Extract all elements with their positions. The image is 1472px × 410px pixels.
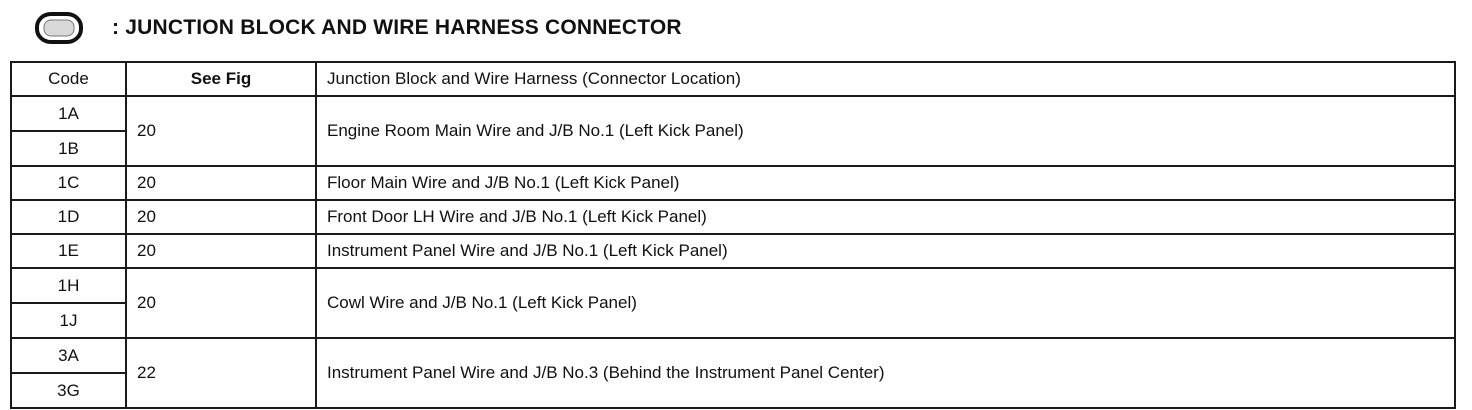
page-header: : JUNCTION BLOCK AND WIRE HARNESS CONNEC… [34,8,682,48]
code-cell: 3G [10,372,127,409]
column-header-description: Junction Block and Wire Harness (Connect… [315,61,1456,97]
description-cell: Floor Main Wire and J/B No.1 (Left Kick … [315,165,1456,201]
code-cell: 1D [10,199,127,235]
table-row: 1J [10,302,1455,339]
code-cell: 1C [10,165,127,201]
description-cell: Instrument Panel Wire and J/B No.1 (Left… [315,233,1456,269]
see-fig-cell: 20 [125,165,317,201]
column-header-see-fig: See Fig [125,61,317,97]
see-fig-cell: 22 [125,337,317,409]
table-row: 1D 20 Front Door LH Wire and J/B No.1 (L… [10,199,1456,235]
see-fig-cell: 20 [125,267,317,339]
table-row: 1C 20 Floor Main Wire and J/B No.1 (Left… [10,165,1456,201]
code-cell: 1E [10,233,127,269]
code-cell: 1A [10,95,127,132]
see-fig-cell: 20 [125,199,317,235]
junction-block-connector-icon [35,12,83,44]
code-cell: 3A [10,337,127,374]
table-row: 1E 20 Instrument Panel Wire and J/B No.1… [10,233,1456,269]
table-header-row: Code See Fig Junction Block and Wire Har… [10,61,1456,97]
description-cell: Cowl Wire and J/B No.1 (Left Kick Panel) [315,267,1456,339]
see-fig-cell: 20 [125,233,317,269]
table-row: 1B [10,130,1455,167]
code-cell: 1J [10,302,127,339]
column-header-code: Code [10,61,127,97]
description-cell: Instrument Panel Wire and J/B No.3 (Behi… [315,337,1456,409]
table-row: 3A 22 Instrument Panel Wire and J/B No.3… [10,337,1456,409]
table-row: 3G [10,372,1455,409]
table-row: 1H 20 Cowl Wire and J/B No.1 (Left Kick … [10,267,1456,339]
junction-block-table: Code See Fig Junction Block and Wire Har… [10,61,1456,409]
code-cell: 1B [10,130,127,167]
table-row: 1A 20 Engine Room Main Wire and J/B No.1… [10,95,1456,167]
code-cell: 1H [10,267,127,304]
page-title: : JUNCTION BLOCK AND WIRE HARNESS CONNEC… [112,16,682,39]
description-cell: Engine Room Main Wire and J/B No.1 (Left… [315,95,1456,167]
see-fig-cell: 20 [125,95,317,167]
description-cell: Front Door LH Wire and J/B No.1 (Left Ki… [315,199,1456,235]
